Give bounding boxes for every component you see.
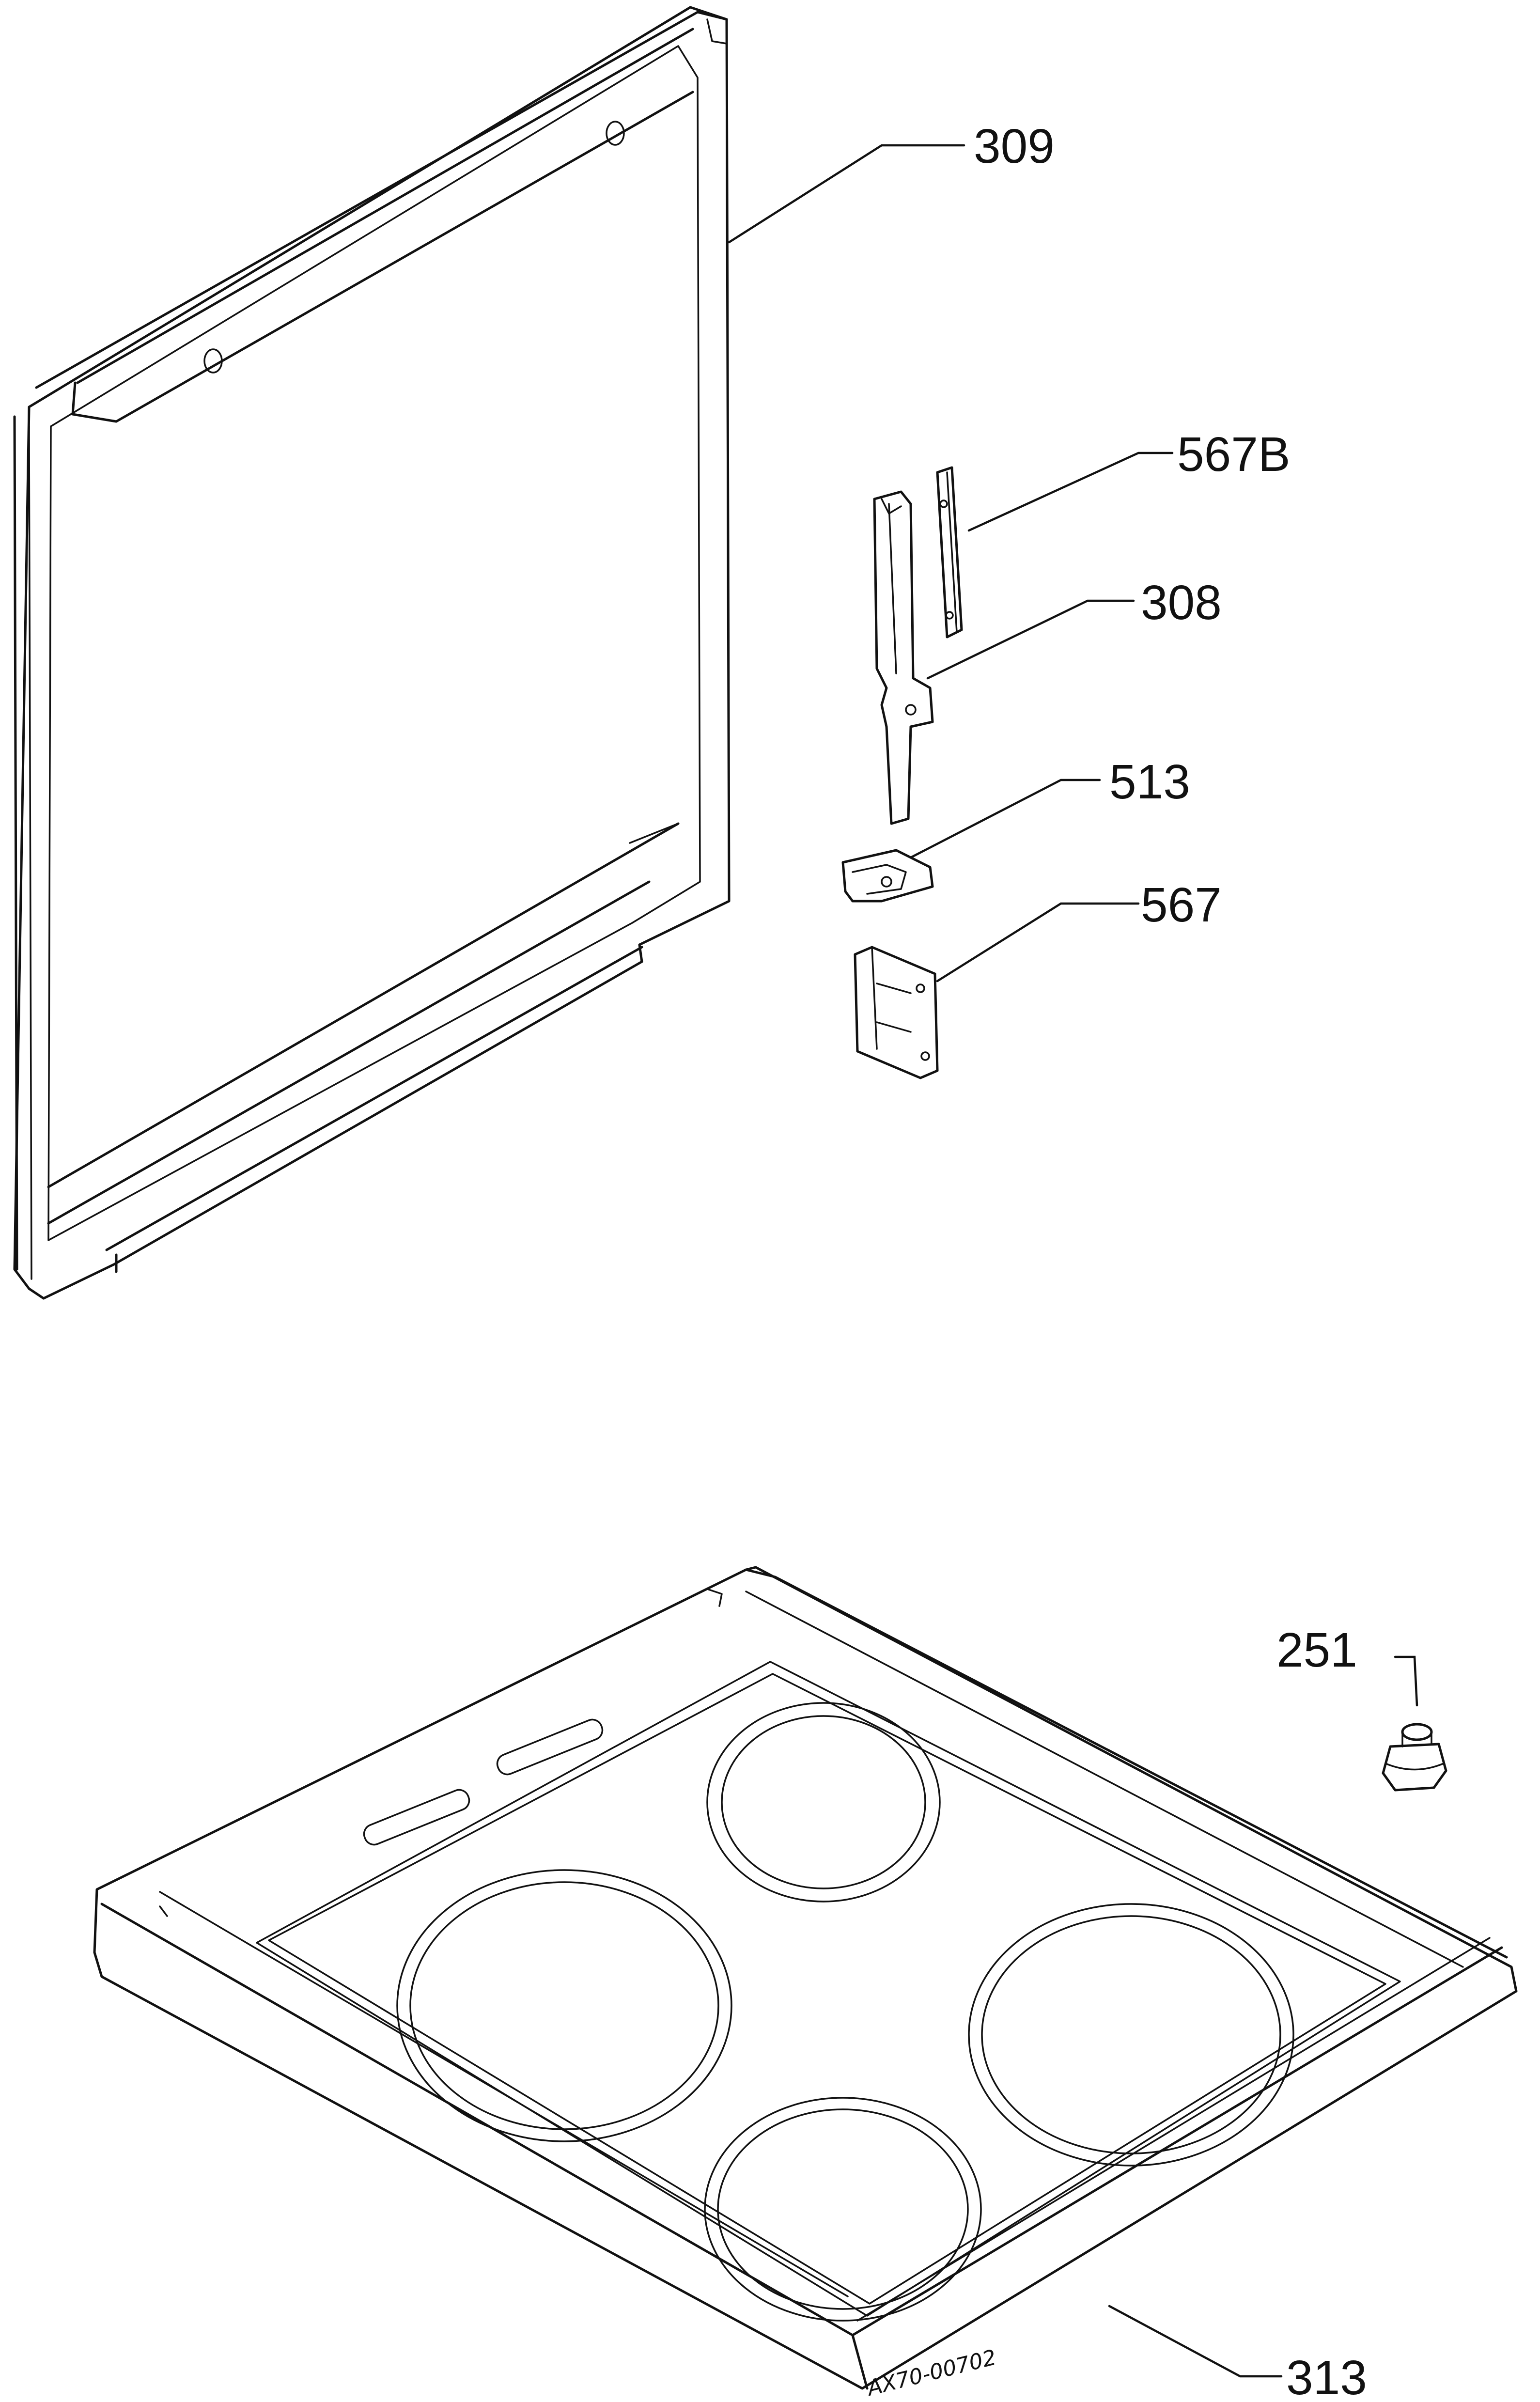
- part-308-hinge-arm: [873, 490, 934, 825]
- callout-308: 308: [1141, 576, 1222, 630]
- leader-567: [936, 902, 1140, 983]
- leader-567b: [967, 452, 1174, 532]
- part-567-bracket-plate: [854, 946, 939, 1079]
- part-251-foot: [1382, 1723, 1447, 1792]
- part-313-cooktop: [93, 1566, 1518, 2390]
- leader-309: [728, 144, 965, 244]
- leader-513: [909, 779, 1101, 859]
- part-513-clip: [841, 849, 934, 903]
- part-309-frame-panel: [13, 6, 731, 1300]
- leader-251: [1394, 1655, 1418, 1707]
- leader-308: [926, 599, 1135, 680]
- part-567b-plate: [936, 466, 963, 639]
- callout-251: 251: [1276, 1623, 1357, 1677]
- callout-513: 513: [1109, 755, 1190, 809]
- callout-313: 313: [1286, 2351, 1367, 2402]
- leader-313: [1108, 2305, 1283, 2378]
- callout-567b: 567B: [1177, 427, 1291, 482]
- callout-567: 567: [1141, 878, 1222, 932]
- callout-309: 309: [974, 119, 1055, 173]
